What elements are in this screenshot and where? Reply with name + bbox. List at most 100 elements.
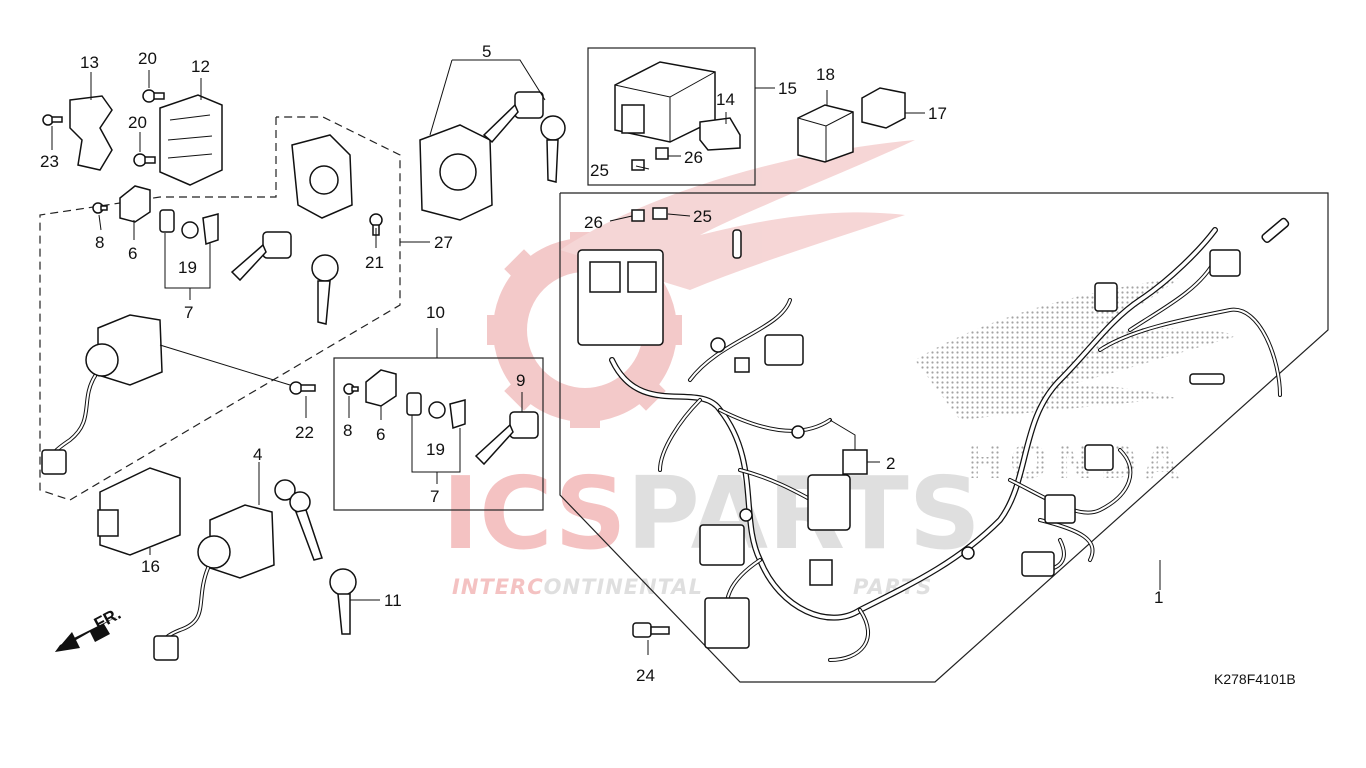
front-direction-arrow: FR. — [55, 604, 124, 652]
seal-part-19 — [428, 401, 446, 419]
callout-15: 15 — [778, 79, 797, 98]
key-icon — [540, 115, 566, 183]
bracket-part-13 — [69, 95, 113, 171]
harness-connector — [704, 597, 750, 649]
key-icon — [482, 91, 544, 144]
harness-connector — [1021, 551, 1055, 577]
harness-connector — [1209, 249, 1241, 277]
terminal-part-25 — [631, 159, 645, 171]
harness-connector — [699, 524, 745, 566]
frame-harness-1 — [559, 192, 1329, 683]
callout-8: 8 — [343, 421, 352, 440]
module-group — [614, 61, 741, 171]
callout-27: 27 — [434, 233, 453, 252]
connector-part-2 — [842, 449, 868, 475]
seal-part-19 — [159, 209, 175, 233]
callout-4: 4 — [253, 445, 262, 464]
callout-13: 13 — [80, 53, 99, 72]
watermark-wing-text: HONDA — [965, 435, 1185, 489]
callout-22: 22 — [295, 423, 314, 442]
callout-21: 21 — [365, 253, 384, 272]
callout-23: 23 — [40, 152, 59, 171]
cap-part-6 — [119, 185, 151, 223]
key-icon — [274, 479, 323, 561]
callout-7: 7 — [184, 303, 193, 322]
callout-11: 11 — [384, 591, 402, 610]
callout-2: 2 — [886, 454, 895, 473]
callout-19: 19 — [426, 440, 445, 459]
callout-12: 12 — [191, 57, 210, 76]
harness-connector — [1044, 494, 1076, 524]
callout-24: 24 — [636, 666, 655, 685]
callout-17: 17 — [928, 104, 947, 123]
terminal-part-26 — [655, 147, 669, 160]
harness-terminal — [732, 229, 742, 259]
callout-7: 7 — [430, 487, 439, 506]
key-part-11 — [329, 568, 357, 635]
callout-6: 6 — [376, 425, 385, 444]
callout-6: 6 — [128, 244, 137, 263]
harness-connector — [1094, 282, 1118, 312]
seal-part-19 — [406, 392, 422, 416]
lock-set-part-5 — [419, 91, 566, 221]
harness-connector — [1084, 444, 1114, 471]
watermark-brand-rest: PARTS — [626, 455, 980, 572]
frame-kit-15 — [587, 47, 756, 186]
callout-14: 14 — [716, 90, 735, 109]
callout-25: 25 — [590, 161, 609, 180]
fuse-slot — [627, 261, 657, 293]
clip-part-19 — [449, 399, 466, 430]
diagram-code: K278F4101B — [1214, 671, 1296, 687]
watermark-brand: ICSPARTS — [442, 455, 981, 572]
harness-connector — [809, 559, 833, 586]
harness-terminal — [1189, 373, 1225, 385]
watermark-tagline-accent: INTERC — [452, 575, 544, 599]
pin-part-8 — [343, 383, 359, 395]
callout-20: 20 — [128, 113, 147, 132]
frame-kit-10 — [333, 357, 544, 511]
key-icon — [311, 254, 339, 325]
harness-connector — [764, 334, 804, 366]
watermark-tagline-rest: ONTINENTAL — [544, 575, 703, 599]
ignition-switch-part-4 — [153, 479, 323, 661]
module-part-16 — [99, 467, 181, 556]
fuse-slot — [589, 261, 621, 293]
callout-10: 10 — [426, 303, 445, 322]
seal-part-19 — [181, 221, 199, 239]
clip-part-19 — [202, 213, 219, 246]
module-connector — [97, 509, 119, 537]
frame-kit-27 — [39, 116, 401, 501]
relay-part-17 — [861, 87, 906, 129]
harness-clip — [961, 546, 975, 560]
cap-part-6 — [365, 369, 397, 407]
screw-part-22 — [289, 381, 316, 395]
screw-part-20 — [133, 153, 156, 167]
callout-16: 16 — [141, 557, 160, 576]
terminal-part-26 — [631, 209, 645, 222]
seat-lock-group — [343, 369, 539, 466]
pin-part-8 — [92, 202, 108, 214]
callout-1: 1 — [1154, 588, 1163, 607]
terminal-part-25 — [652, 207, 668, 220]
ignition-kit — [41, 89, 383, 475]
module-connector — [621, 104, 645, 134]
screw-part-20 — [142, 89, 165, 103]
callout-8: 8 — [95, 233, 104, 252]
bolt-part-24 — [632, 622, 670, 638]
lock-body-part-12 — [159, 94, 223, 186]
harness-clip — [710, 337, 726, 353]
callout-9: 9 — [516, 371, 525, 390]
wire-harness — [577, 217, 1290, 662]
harness-terminal — [734, 357, 750, 373]
callout-19: 19 — [178, 258, 197, 277]
key-icon — [474, 411, 539, 466]
leader-lines — [51, 59, 1161, 655]
honda-wing-watermark — [915, 278, 1240, 420]
callout-5: 5 — [482, 42, 491, 61]
watermark-brand-accent: ICS — [442, 455, 626, 572]
connector-part-14 — [699, 117, 741, 151]
key-icon — [230, 231, 292, 282]
